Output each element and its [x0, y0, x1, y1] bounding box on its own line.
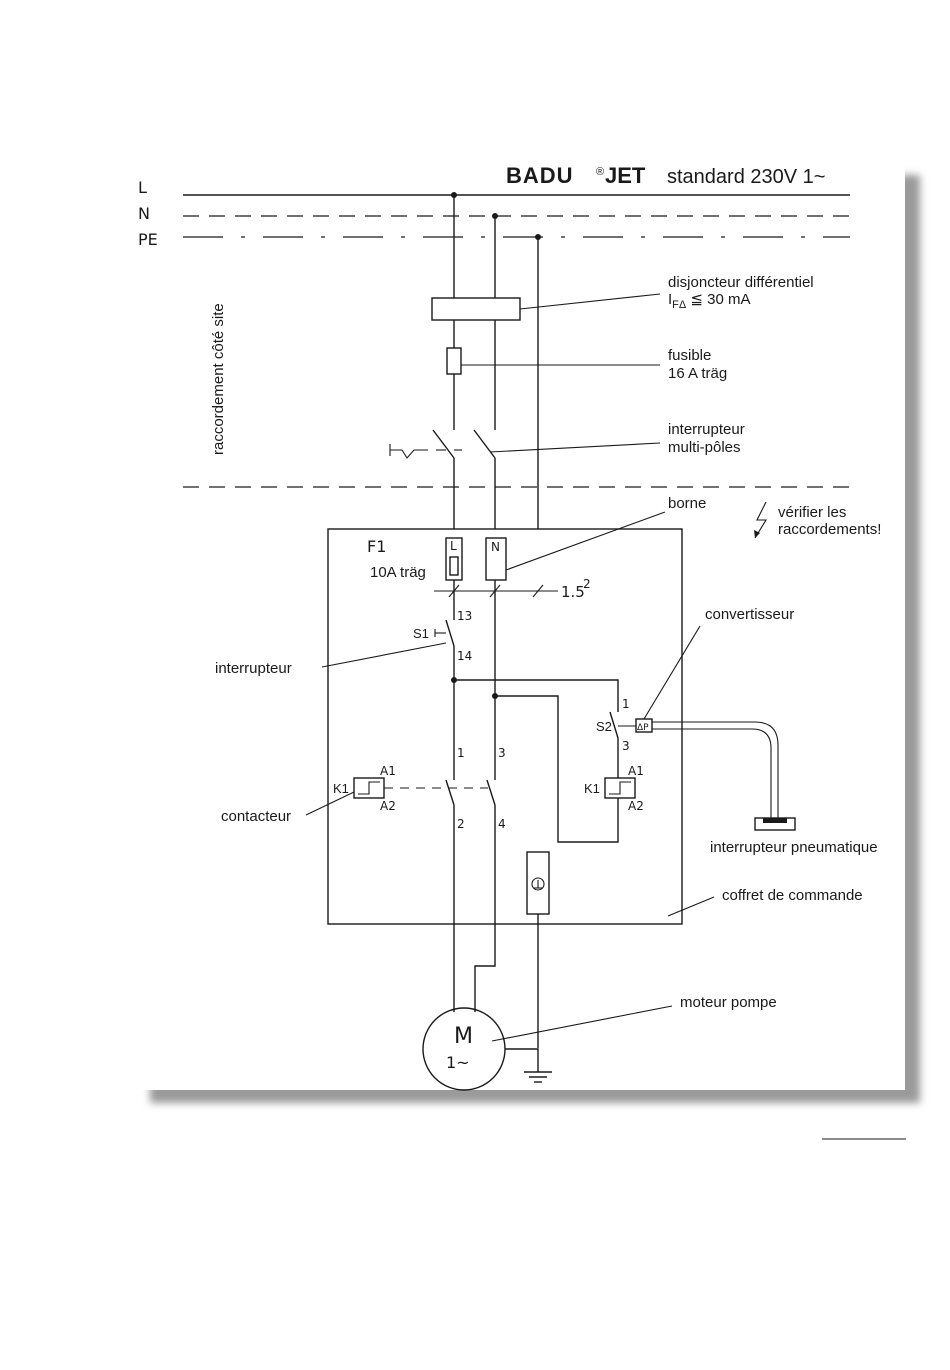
k1-left-a1: A1 — [380, 764, 396, 778]
fuse-symbol — [446, 347, 462, 375]
switch-label-2: multi-pôles — [668, 439, 741, 456]
warning-label-1: vérifier les — [778, 504, 846, 521]
switch-label-1: interrupteur — [668, 421, 745, 438]
pneumatic-label: interrupteur pneumatique — [710, 839, 878, 856]
s2-top: 1 — [622, 697, 630, 711]
line-label-pe: PE — [138, 230, 158, 249]
motor-phase: 1~ — [446, 1053, 470, 1072]
control-box-label: coffret de commande — [722, 887, 863, 904]
line-label-l: L — [138, 178, 147, 197]
fuse-label-1: fusible — [668, 347, 711, 364]
k1-right-a2: A2 — [628, 799, 644, 813]
rcd-label-2: IFΔ ≦ 30 mA — [668, 291, 751, 311]
k1-coil-left-mark — [358, 781, 380, 795]
motor-leader — [491, 1005, 673, 1042]
title-brand: BADU — [506, 163, 574, 188]
site-label: raccordement côté site — [210, 303, 227, 455]
s2-bot: 3 — [622, 739, 630, 753]
s1-label: S1 — [413, 626, 429, 641]
rcd-symbol — [431, 297, 521, 321]
k1-right-a1: A1 — [628, 764, 644, 778]
s2-label: S2 — [596, 719, 612, 734]
s1-contact — [445, 619, 455, 647]
k1-left-label: K1 — [333, 781, 349, 796]
terminal-n-label: N — [491, 540, 500, 554]
k1-contact-n — [486, 779, 496, 806]
contact-4: 4 — [498, 817, 506, 831]
wire-motor-earth — [505, 1048, 539, 1072]
motor-label: moteur pompe — [680, 994, 777, 1011]
title-brand-suffix: JET — [605, 163, 646, 188]
control-box-leader — [667, 896, 715, 917]
wire-motor-n — [474, 805, 496, 1012]
cable-cross-exp: 2 — [583, 577, 591, 591]
k1-right-label: K1 — [584, 781, 600, 796]
f1-terminal-l: L — [450, 539, 457, 553]
fuse-label-2: 16 A träg — [668, 365, 727, 382]
converter-label: convertisseur — [705, 606, 794, 623]
ground-symbol-icon — [531, 877, 545, 891]
converter-mark: ΔP — [637, 723, 649, 733]
multipole-switch-symbol — [389, 429, 496, 459]
s2-contact — [609, 711, 619, 739]
title-mark: ® — [596, 166, 604, 178]
wire-to-s2 — [454, 679, 619, 712]
k1-coil-right-mark — [609, 781, 631, 795]
title: BADU ® JET standard 230V 1~ — [506, 163, 825, 188]
contact-1: 1 — [457, 746, 465, 760]
converter-leader — [643, 625, 701, 720]
title-rest: standard 230V 1~ — [667, 166, 825, 188]
k1-left-a2: A2 — [380, 799, 396, 813]
rcd-label-1: disjoncteur différentiel — [668, 274, 814, 291]
cable-tick-pe — [532, 584, 544, 598]
earth-icon — [524, 1071, 552, 1083]
interrupter-leader — [321, 642, 447, 668]
contact-2: 2 — [457, 817, 465, 831]
warning-label-2: raccordements! — [778, 521, 881, 538]
contactor-leader — [305, 791, 355, 816]
terminal-n — [485, 537, 507, 581]
motor-m: M — [454, 1024, 473, 1049]
line-label-n: N — [138, 204, 150, 223]
lightning-icon — [754, 501, 767, 539]
contactor-label: contacteur — [221, 808, 291, 825]
pneumatic-hose-inner — [652, 728, 772, 818]
interrupter-label: interrupteur — [215, 660, 292, 677]
switch-leader — [489, 442, 661, 453]
f1-fuse-element — [449, 556, 459, 576]
cable-cross-section: 1.5 — [561, 583, 585, 601]
wire-n-to-k1 — [495, 695, 619, 843]
pneumatic-button-top — [763, 818, 787, 823]
rcd-leader — [519, 293, 661, 310]
f1-label: F1 — [367, 537, 386, 556]
terminal-leader — [505, 511, 666, 571]
terminal-label: borne — [668, 495, 706, 512]
k1-contact-l — [445, 779, 455, 806]
contact-3: 3 — [498, 746, 506, 760]
f1-rating: 10A träg — [370, 564, 426, 581]
s1-bot: 14 — [457, 649, 472, 663]
s1-top: 13 — [457, 609, 472, 623]
pneumatic-hose-outer — [652, 721, 779, 818]
